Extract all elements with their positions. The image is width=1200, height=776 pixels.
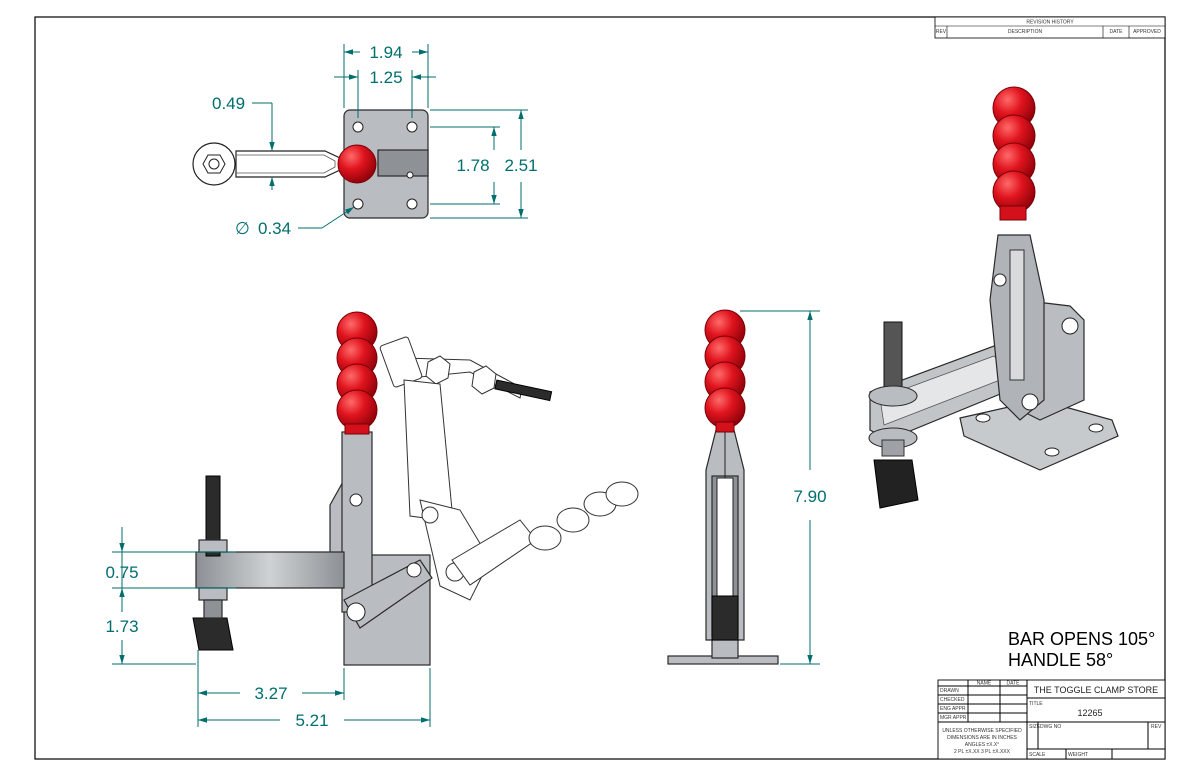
front-view-dimensions: 0.75 1.73 3.27 5.21 xyxy=(105,527,431,730)
front-handle-link xyxy=(341,431,373,613)
revision-header-approved: APPROVED xyxy=(1133,29,1161,35)
top-mount-hole xyxy=(406,121,418,133)
title-label: TITLE xyxy=(1029,701,1043,707)
company-name: THE TOGGLE CLAMP STORE xyxy=(1034,685,1158,695)
title-col-date: DATE xyxy=(1007,681,1021,687)
dim-tip-height: 1.73 xyxy=(105,617,138,636)
tolerance-line-4: 2 PL ±X.XX 3 PL ±X.XXX xyxy=(954,749,1011,755)
dim-hole-spacing: 1.78 xyxy=(456,156,489,175)
front-clamp-arm xyxy=(195,551,345,589)
front-spindle-bolt xyxy=(205,475,221,557)
end-view xyxy=(667,309,779,665)
end-view-dimensions: 7.90 xyxy=(740,310,827,665)
dim-overall-height: 7.90 xyxy=(793,487,826,506)
revision-header-date: DATE xyxy=(1110,29,1124,35)
revision-header-rev: REV xyxy=(936,29,947,35)
drawing-title: 12265 xyxy=(1077,708,1102,718)
dim-hole-dia-symbol: ∅ xyxy=(235,219,250,238)
iso-spindle-tip xyxy=(873,459,919,509)
rev-label: REV xyxy=(1151,724,1162,730)
dim-top-width-outer: 1.94 xyxy=(369,43,402,62)
tolerance-line-3: ANGLES ±X.X° xyxy=(965,742,999,748)
tolerance-line-1: UNLESS OTHERWISE SPECIFIED xyxy=(942,728,1022,734)
sheet-border xyxy=(34,16,1166,760)
dim-reach-short: 3.27 xyxy=(254,684,287,703)
title-row-mgr-appr: MGR APPR xyxy=(940,715,967,721)
weight-label: WEIGHT xyxy=(1068,752,1088,758)
dim-spindle-height: 0.75 xyxy=(105,563,138,582)
top-view-dimensions: 1.94 1.25 0.49 1.78 2.51 ∅ 0.34 xyxy=(212,43,538,238)
dim-base-height: 2.51 xyxy=(504,156,537,175)
tolerance-line-2: DIMENSIONS ARE IN INCHES xyxy=(947,735,1017,741)
dim-reach-long: 5.21 xyxy=(295,711,328,730)
title-block: NAME DATE DRAWN CHECKED ENG APPR MGR APP… xyxy=(937,679,1166,760)
revision-header-description: DESCRIPTION xyxy=(1008,29,1043,35)
top-handle-knob xyxy=(337,144,377,184)
title-row-eng-appr: ENG APPR xyxy=(940,706,966,712)
iso-view xyxy=(868,86,1119,509)
ghost-open-position xyxy=(379,336,639,601)
front-spindle-tip xyxy=(192,617,234,651)
top-mount-hole xyxy=(406,198,418,210)
title-row-checked: CHECKED xyxy=(940,697,965,703)
title-col-name: NAME xyxy=(977,681,992,687)
title-row-drawn: DRAWN xyxy=(940,688,959,694)
dwg-no-label: DWG NO xyxy=(1040,724,1061,730)
iso-spindle-bolt xyxy=(883,321,903,393)
dim-hole-dia: 0.34 xyxy=(258,219,291,238)
scale-label: SCALE xyxy=(1029,752,1046,758)
top-view xyxy=(192,109,429,219)
revision-block: REVISION HISTORY REV DESCRIPTION DATE AP… xyxy=(934,16,1166,39)
note-bar-opens: BAR OPENS 105° xyxy=(1008,629,1155,649)
dim-top-width-holes: 1.25 xyxy=(369,68,402,87)
top-mount-hole xyxy=(352,121,364,133)
note-handle-angle: HANDLE 58° xyxy=(1008,650,1113,670)
size-label: SIZE xyxy=(1029,724,1041,730)
dim-arm-width: 0.49 xyxy=(212,94,245,113)
front-view xyxy=(192,311,639,666)
top-mount-hole xyxy=(352,198,364,210)
revision-title: REVISION HISTORY xyxy=(1026,20,1074,26)
